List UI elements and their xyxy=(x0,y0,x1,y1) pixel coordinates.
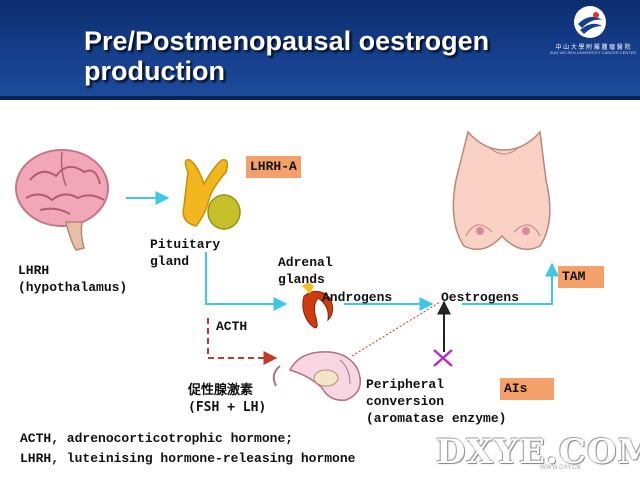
arrow-pituitary-to-adrenal xyxy=(205,252,288,311)
header-banner xyxy=(0,0,640,100)
watermark: DXYE.COM xyxy=(436,432,640,472)
pituitary-gland-icon xyxy=(182,159,241,230)
fsh-lh-label: 促性腺激素 (FSH + LH) xyxy=(188,383,267,415)
adrenal-label: Adrenal glands xyxy=(278,255,333,287)
logo-subtitle: SUN YAT-SEN UNIVERSITY CANCER CENTER xyxy=(549,50,637,55)
ovary-icon xyxy=(272,351,361,401)
slide-title: Pre/Postmenopausal oestrogen production xyxy=(84,26,490,86)
header-stripe xyxy=(0,96,640,100)
watermark-url: WWW.DXY.CN xyxy=(540,464,581,471)
peripheral-conversion-label: Peripheral conversion (aromatase enzyme) xyxy=(366,377,507,426)
block-x-icon xyxy=(433,349,453,367)
logo-text: 中 山 大 學 附 屬 腫 瘤 醫 院 xyxy=(555,45,631,51)
androgens-label: Androgens xyxy=(322,290,393,305)
oestrogens-label: Oestrogens xyxy=(441,290,520,305)
adrenal-gland-icon xyxy=(302,283,334,329)
acth-label: ACTH xyxy=(216,319,248,334)
footnote-acth: ACTH, adrenocorticotrophic hormone; xyxy=(20,431,294,446)
hospital-logo-icon xyxy=(574,6,606,38)
lhrh-label: LHRH (hypothalamus) xyxy=(18,263,128,295)
arrow-oestrogens-to-breast xyxy=(462,262,559,305)
torso-icon xyxy=(452,130,551,251)
dotted-ovary-to-aromatase xyxy=(351,301,441,357)
arrow-pituitary-to-ovary-dashed xyxy=(207,318,278,365)
footnote-lhrh: LHRH, luteinising hormone-releasing horm… xyxy=(20,451,356,466)
ais-box: AIs xyxy=(500,378,554,400)
brain-icon xyxy=(15,149,109,251)
lhrh-a-box: LHRH-A xyxy=(246,156,301,178)
tam-box: TAM xyxy=(558,266,604,288)
pituitary-label: Pituitary gland xyxy=(150,237,221,269)
